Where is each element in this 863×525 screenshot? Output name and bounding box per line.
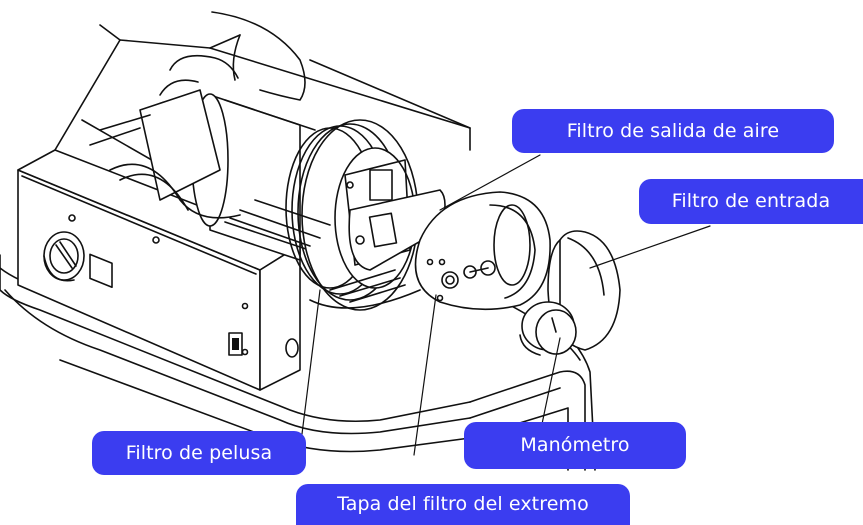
control-knob: [44, 232, 84, 281]
motor: [90, 90, 315, 260]
lint-filter-plate: [349, 190, 445, 270]
leader-lines: [302, 155, 710, 455]
inlet-filter-label: Filtro de entrada: [639, 179, 863, 224]
pressure-gauge-label: Manómetro: [464, 422, 686, 469]
hand: [150, 12, 305, 110]
end-filter-cover-label: Tapa del filtro del extremo: [296, 484, 630, 525]
end-cover: [416, 192, 551, 309]
air-outlet-filter-label: Filtro de salida de aire: [512, 109, 834, 153]
lint-filter-label: Filtro de pelusa: [92, 431, 306, 475]
pressure-gauge: [520, 302, 576, 355]
